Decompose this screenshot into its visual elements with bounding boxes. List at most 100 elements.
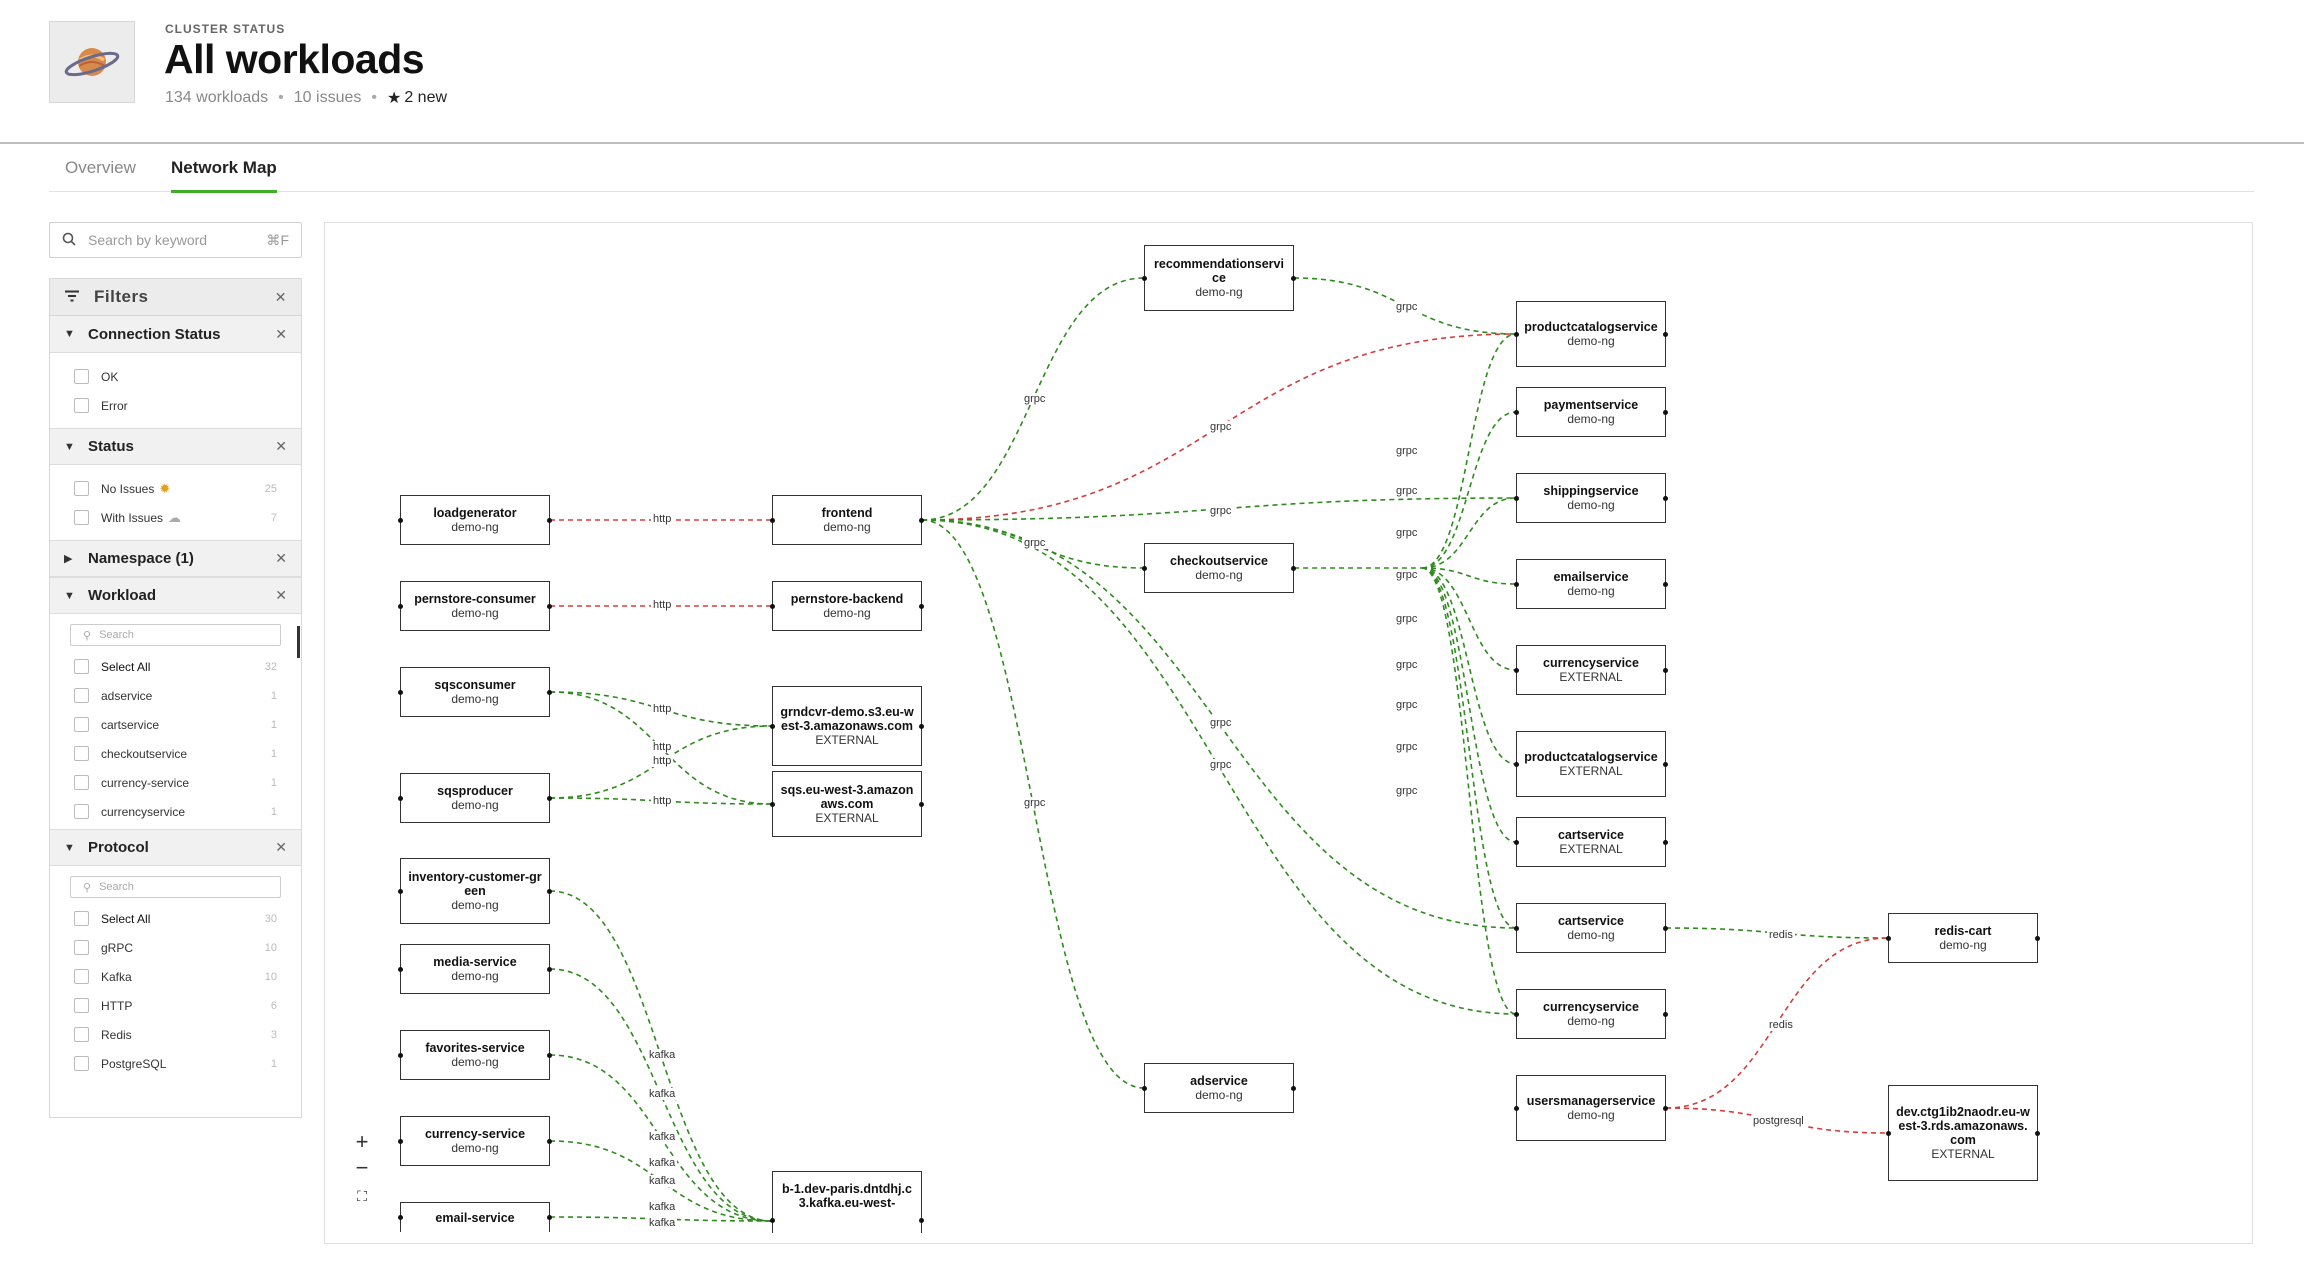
option-no-issues[interactable]: No Issues✹25 [50, 474, 301, 503]
close-icon[interactable]: ✕ [275, 550, 287, 566]
new-count-label: 2 new [404, 89, 448, 106]
option-with-issues[interactable]: With Issues☁7 [50, 503, 301, 532]
option-error[interactable]: Error [50, 391, 301, 420]
checkbox[interactable] [74, 398, 89, 413]
option-count: 7 [270, 511, 277, 524]
edge-label-grpc: grpc [1394, 569, 1420, 581]
option-count: 1 [270, 805, 277, 818]
checkbox[interactable] [74, 804, 89, 819]
filters-panel: Filters ✕ ▼ Connection Status ✕ OK Error… [49, 278, 302, 1118]
checkbox[interactable] [74, 911, 89, 926]
checkbox[interactable] [74, 369, 89, 384]
edge-label-http: http [651, 741, 674, 753]
option-label: PostgreSQL [101, 1056, 167, 1071]
zoom-out-button[interactable]: − [355, 1155, 369, 1180]
section-status[interactable]: ▼ Status ✕ [50, 428, 301, 465]
section-protocol[interactable]: ▼ Protocol ✕ [50, 829, 301, 866]
close-icon[interactable]: ✕ [275, 839, 287, 855]
edge-label-grpc: grpc [1394, 659, 1420, 671]
close-icon[interactable]: ✕ [274, 288, 287, 305]
close-icon[interactable]: ✕ [275, 438, 287, 454]
checkbox[interactable] [74, 688, 89, 703]
caret-down-icon: ▼ [64, 841, 75, 854]
option-ok[interactable]: OK [50, 362, 301, 391]
node-email-service[interactable]: email-service [398, 1202, 552, 1232]
section-namespace[interactable]: ▶ Namespace (1) ✕ [50, 540, 301, 577]
checkbox[interactable] [74, 1027, 89, 1042]
checkbox[interactable] [74, 717, 89, 732]
workload-search-input[interactable]: ⚲Search [70, 624, 281, 646]
edge-label-http: http [651, 513, 674, 525]
connection-edge [1421, 333, 1517, 569]
edge-label-kafka: kafka [647, 1217, 678, 1229]
edge-label-grpc: grpc [1208, 759, 1234, 771]
search-placeholder: Search [99, 629, 134, 641]
tab-overview[interactable]: Overview [65, 158, 136, 177]
fit-view-button[interactable]: ⛶ [357, 1187, 367, 1204]
checkbox[interactable] [74, 659, 89, 674]
section-connection-status[interactable]: ▼ Connection Status ✕ [50, 316, 301, 353]
protocol-search-input[interactable]: ⚲Search [70, 876, 281, 898]
scrollbar[interactable] [297, 626, 300, 658]
checkbox[interactable] [74, 746, 89, 761]
filter-icon [64, 287, 80, 307]
checkbox[interactable] [74, 510, 89, 525]
close-icon[interactable]: ✕ [275, 587, 287, 603]
checkbox[interactable] [74, 940, 89, 955]
node-kafka-broker[interactable]: b-1.dev-paris.dntdhj.c3.kafka.eu-west- [770, 1171, 924, 1233]
checkbox[interactable] [74, 969, 89, 984]
checkbox[interactable] [74, 998, 89, 1013]
edge-label-redis: redis [1767, 929, 1795, 941]
tab-network-map[interactable]: Network Map [171, 158, 277, 193]
search-placeholder: Search [99, 881, 134, 893]
section-workload[interactable]: ▼ Workload ✕ [50, 577, 301, 614]
checkbox[interactable] [74, 481, 89, 496]
checkbox[interactable] [74, 1056, 89, 1071]
search-input[interactable]: Search by keyword ⌘F [49, 222, 302, 258]
node-rds[interactable]: dev.ctg1ib2naodr.eu-west-3.rds.amazonaws… [1886, 1085, 2040, 1181]
zoom-in-button[interactable]: + [355, 1129, 369, 1154]
connection-edge [1421, 567, 1517, 843]
close-icon[interactable]: ✕ [275, 325, 287, 342]
checkbox[interactable] [74, 775, 89, 790]
